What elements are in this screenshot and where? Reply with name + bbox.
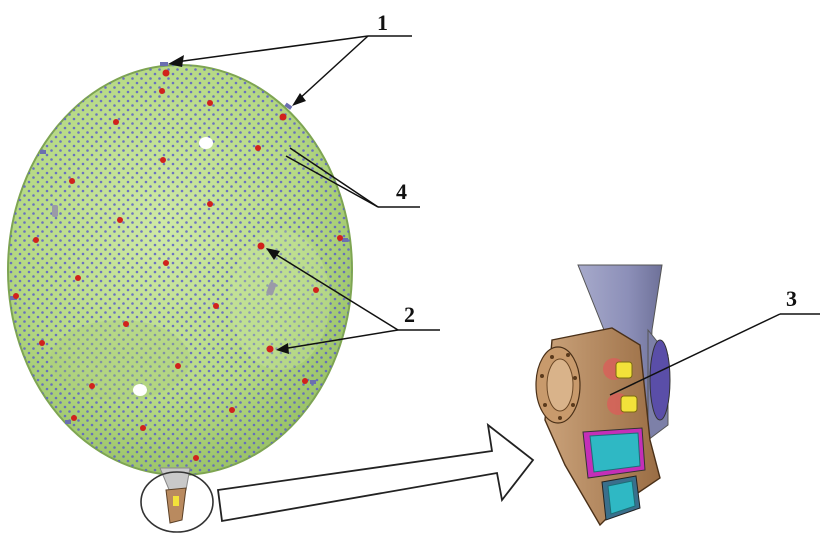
reflector-hole xyxy=(199,137,213,149)
edge-tabs xyxy=(10,62,348,424)
reflector-dish xyxy=(7,62,353,476)
reflector-slot xyxy=(52,205,58,217)
pad-upper xyxy=(582,427,646,479)
detail-circle xyxy=(140,471,214,533)
bolt xyxy=(607,393,638,415)
callout-3: 3 xyxy=(786,286,797,311)
bracket-assembly xyxy=(535,264,671,527)
arrowheads xyxy=(168,55,306,354)
red-markers xyxy=(13,69,343,461)
pad-lower xyxy=(601,475,641,521)
dish-support xyxy=(159,467,191,524)
callout-4: 4 xyxy=(396,179,407,204)
reflector-slot xyxy=(266,281,277,296)
leader-lines xyxy=(175,35,820,396)
bolt xyxy=(603,358,633,380)
reflector-hole xyxy=(133,384,147,396)
callout-1: 1 xyxy=(377,10,388,35)
callout-2: 2 xyxy=(404,302,415,327)
detail-arrow xyxy=(216,422,535,523)
reflector-mesh xyxy=(8,65,352,475)
